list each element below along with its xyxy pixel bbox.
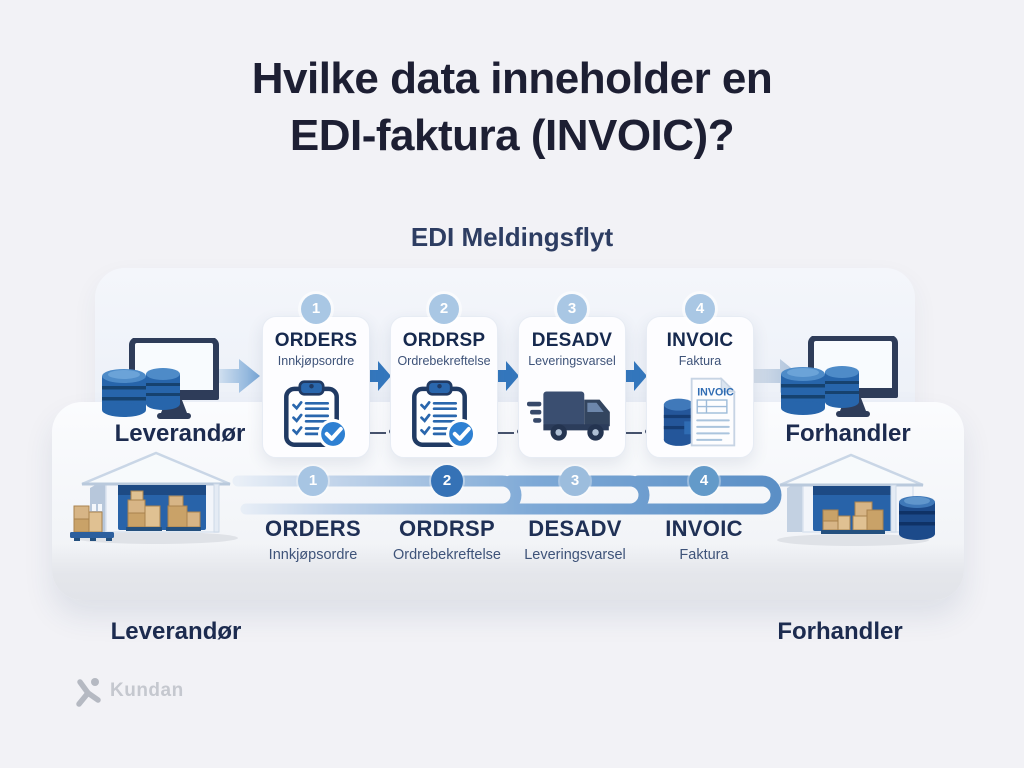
step-4-label: Faktura <box>678 354 722 368</box>
page-title-line-2: EDI-faktura (INVOIC)? <box>289 111 735 160</box>
bottom-step-2-label: Ordrebekreftelse <box>393 547 501 563</box>
bottom-step-1-label: Innkjøpsordre <box>268 547 358 563</box>
kundan-mark-icon <box>76 678 101 707</box>
retailer-footer-label: Forhandler <box>777 618 903 645</box>
bottom-step-2-code: ORDRSP <box>399 516 495 541</box>
floor-shading <box>52 544 964 600</box>
invoice-doc-label: INVOIC <box>697 386 734 398</box>
flow-step-card-orders: 1 ORDERS Innkjøpsordre <box>262 294 370 458</box>
step-3-badge: 3 <box>557 294 587 324</box>
logo-text: Kundan <box>110 680 184 701</box>
step-4-badge: 4 <box>685 294 715 324</box>
retailer-warehouse-icon <box>777 453 935 546</box>
bottom-step-invoic: INVOIC Faktura <box>629 516 779 563</box>
boxes-inside <box>126 490 201 531</box>
connector-dash-2 <box>496 432 514 434</box>
step-3-code: DESADV <box>531 330 613 351</box>
step-3-label: Leveringsvarsel <box>528 354 616 368</box>
bottom-step-desadv: DESADV Leveringsvarsel <box>500 516 650 563</box>
connector-dash-3 <box>624 432 642 434</box>
clipboard-check-icon <box>391 379 497 451</box>
invoice-document-icon: INVOIC <box>647 375 753 451</box>
clipboard-check-icon <box>263 379 369 451</box>
database-stack-large <box>781 367 825 415</box>
bottom-step-1-code: ORDERS <box>265 516 361 541</box>
timeline-badge-4: 4 <box>689 466 719 496</box>
step-1-badge: 1 <box>301 294 331 324</box>
boxes-inside <box>821 501 885 534</box>
flow-step-card-ordrsp: 2 ORDRSP Ordrebekreftelse <box>390 294 498 458</box>
timeline-badge-2: 2 <box>431 465 463 497</box>
database-stack-small <box>146 368 180 410</box>
bottom-step-4-label: Faktura <box>679 547 729 563</box>
database-stack-small <box>825 366 859 408</box>
bottom-step-3-code: DESADV <box>528 516 622 541</box>
bottom-step-4-code: INVOIC <box>665 516 743 541</box>
pallet-outside <box>70 504 114 541</box>
step-2-badge: 2 <box>429 294 459 324</box>
connector-dash-1 <box>368 432 386 434</box>
database-icon <box>899 496 935 540</box>
step-1-code: ORDERS <box>274 330 358 351</box>
supplier-label: Leverandør <box>114 420 246 447</box>
bottom-step-3-label: Leveringsvarsel <box>524 547 626 563</box>
retailer-computer-database-icon <box>781 336 898 417</box>
supplier-computer-database-icon <box>102 338 219 419</box>
bottom-step-ordrsp: ORDRSP Ordrebekreftelse <box>372 516 522 563</box>
page-title: Hvilke data inneholder en EDI-faktura (I… <box>0 50 1024 164</box>
step-2-label: Ordrebekreftelse <box>397 354 491 368</box>
delivery-truck-icon <box>519 385 625 443</box>
timeline-badge-3: 3 <box>560 466 590 496</box>
flow-step-card-desadv: 3 DESADV Leveringsvarsel <box>518 294 626 458</box>
step-1-label: Innkjøpsordre <box>277 354 355 368</box>
step-2-code: ORDRSP <box>402 330 486 351</box>
step-4-code: INVOIC <box>666 330 734 351</box>
flow-step-card-invoic: 4 INVOIC Faktura INVOIC <box>646 294 754 458</box>
supplier-footer-label: Leverandør <box>110 618 242 645</box>
bottom-step-orders: ORDERS Innkjøpsordre <box>238 516 388 563</box>
retailer-label: Forhandler <box>785 420 911 447</box>
supplier-warehouse-icon <box>70 451 238 544</box>
database-stack-large <box>102 369 146 417</box>
page-title-line-1: Hvilke data inneholder en <box>251 54 773 103</box>
flow-title: EDI Meldingsflyt <box>410 222 614 252</box>
timeline-badge-1: 1 <box>298 466 328 496</box>
